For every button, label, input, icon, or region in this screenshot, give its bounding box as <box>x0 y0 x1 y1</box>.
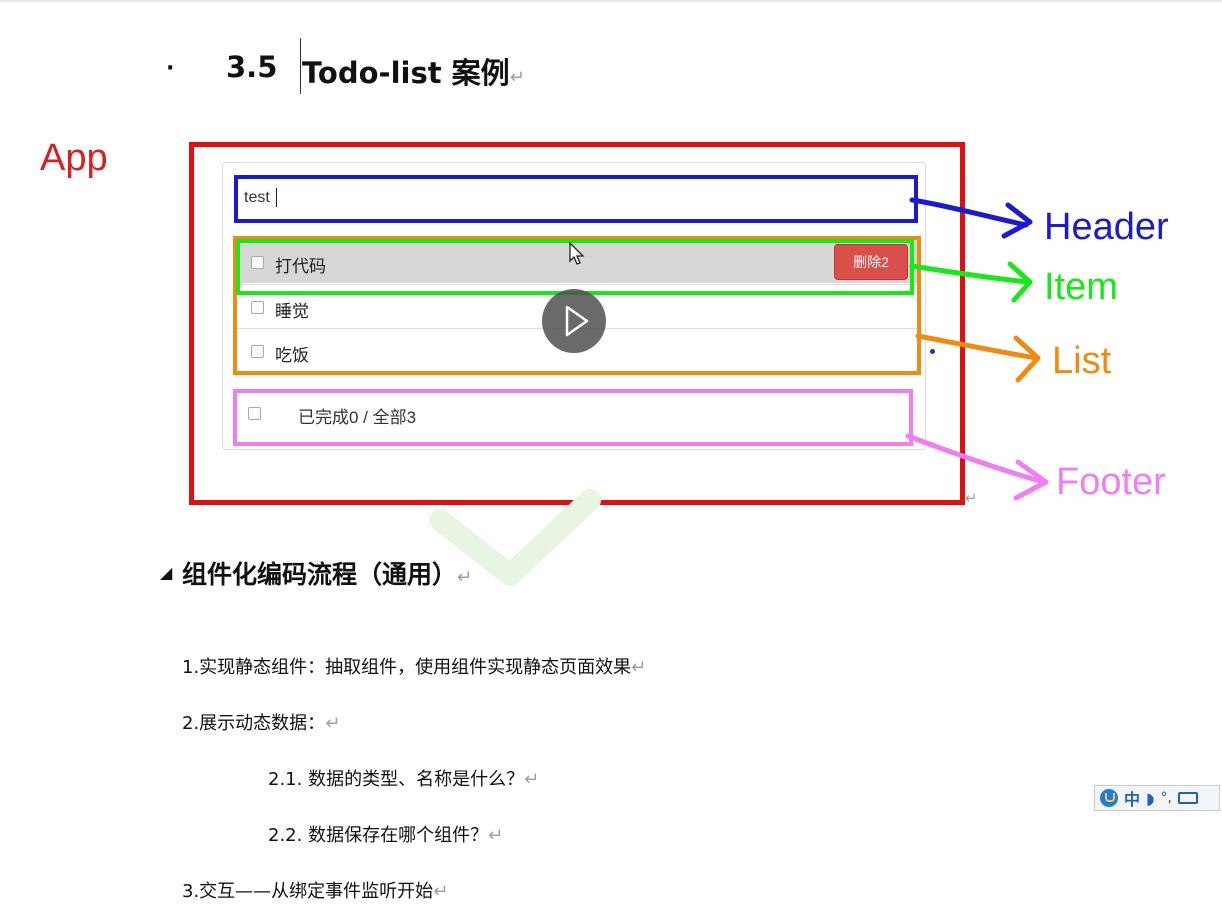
todo-input[interactable] <box>244 187 844 209</box>
play-icon[interactable] <box>542 289 606 353</box>
item-checkbox[interactable] <box>251 301 264 314</box>
ime-logo-icon[interactable] <box>1100 789 1118 807</box>
text-cursor <box>300 38 301 94</box>
list-item[interactable]: 2.展示动态数据：↵ <box>182 709 340 735</box>
footer-component-box <box>233 389 913 446</box>
footer-annotation: Footer <box>1056 461 1166 503</box>
list-item[interactable]: 2.1. 数据的类型、名称是什么？↵ <box>268 765 539 791</box>
page-title[interactable]: Todo-list 案例↵ <box>302 50 525 92</box>
paragraph-mark: ↵ <box>631 657 647 678</box>
ime-toolbar[interactable]: 中 ◗ °, <box>1094 785 1220 811</box>
heading-bullet: · <box>166 56 175 81</box>
paragraph-mark: ↵ <box>433 881 449 902</box>
mouse-cursor-icon <box>569 242 585 265</box>
paragraph-mark: ↵ <box>325 713 341 734</box>
app-label: App <box>40 137 108 179</box>
header-annotation: Header <box>1044 206 1169 248</box>
list-item[interactable]: 3.交互——从绑定事件监听开始↵ <box>182 877 448 903</box>
page-title-text: Todo-list 案例 <box>302 56 510 90</box>
item-label: 睡觉 <box>275 302 309 322</box>
top-rule <box>0 0 1222 2</box>
heading-marker: ◢ <box>160 563 173 582</box>
item-checkbox[interactable] <box>251 345 264 358</box>
watermark-shape <box>429 489 601 586</box>
paragraph-mark: ↵ <box>524 769 540 790</box>
list-item-text: 2.展示动态数据： <box>182 713 326 734</box>
list-item-text: 1.实现静态组件：抽取组件，使用组件实现静态页面效果 <box>182 657 632 678</box>
section-heading[interactable]: 组件化编码流程（通用）↵ <box>182 555 472 591</box>
paragraph-mark: ↵ <box>509 67 525 88</box>
ime-punctuation[interactable]: °, <box>1160 790 1172 806</box>
paragraph-mark: ↵ <box>965 489 978 507</box>
item-checkbox[interactable] <box>251 256 264 269</box>
input-caret <box>276 188 277 207</box>
list-item-text: 2.2. 数据保存在哪个组件？ <box>268 825 489 846</box>
list-item[interactable]: 2.2. 数据保存在哪个组件？↵ <box>268 821 503 847</box>
ime-mode-toggle[interactable]: 中 <box>1124 790 1141 809</box>
item-annotation: Item <box>1044 266 1118 308</box>
paragraph-mark: ↵ <box>457 567 473 588</box>
heading-number: 3.5 <box>226 50 278 84</box>
list-item[interactable]: 1.实现静态组件：抽取组件，使用组件实现静态页面效果↵ <box>182 653 646 679</box>
ink-dot <box>930 349 935 354</box>
select-all-checkbox[interactable] <box>248 407 261 420</box>
list-item-text: 3.交互——从绑定事件监听开始 <box>182 881 434 902</box>
item-label: 打代码 <box>275 257 326 277</box>
paragraph-mark: ↵ <box>488 825 504 846</box>
footer-status: 已完成0 / 全部3 <box>298 408 417 427</box>
header-component-box <box>234 175 918 223</box>
list-item[interactable]: 睡觉 <box>237 284 917 328</box>
item-label: 吃饭 <box>275 346 309 366</box>
keyboard-icon[interactable] <box>1177 792 1198 804</box>
list-annotation: List <box>1052 340 1112 382</box>
section-heading-text: 组件化编码流程（通用） <box>182 560 458 589</box>
moon-icon[interactable]: ◗ <box>1146 788 1155 808</box>
delete-button[interactable]: 删除2 <box>834 244 908 280</box>
list-item-text: 2.1. 数据的类型、名称是什么？ <box>268 769 525 790</box>
